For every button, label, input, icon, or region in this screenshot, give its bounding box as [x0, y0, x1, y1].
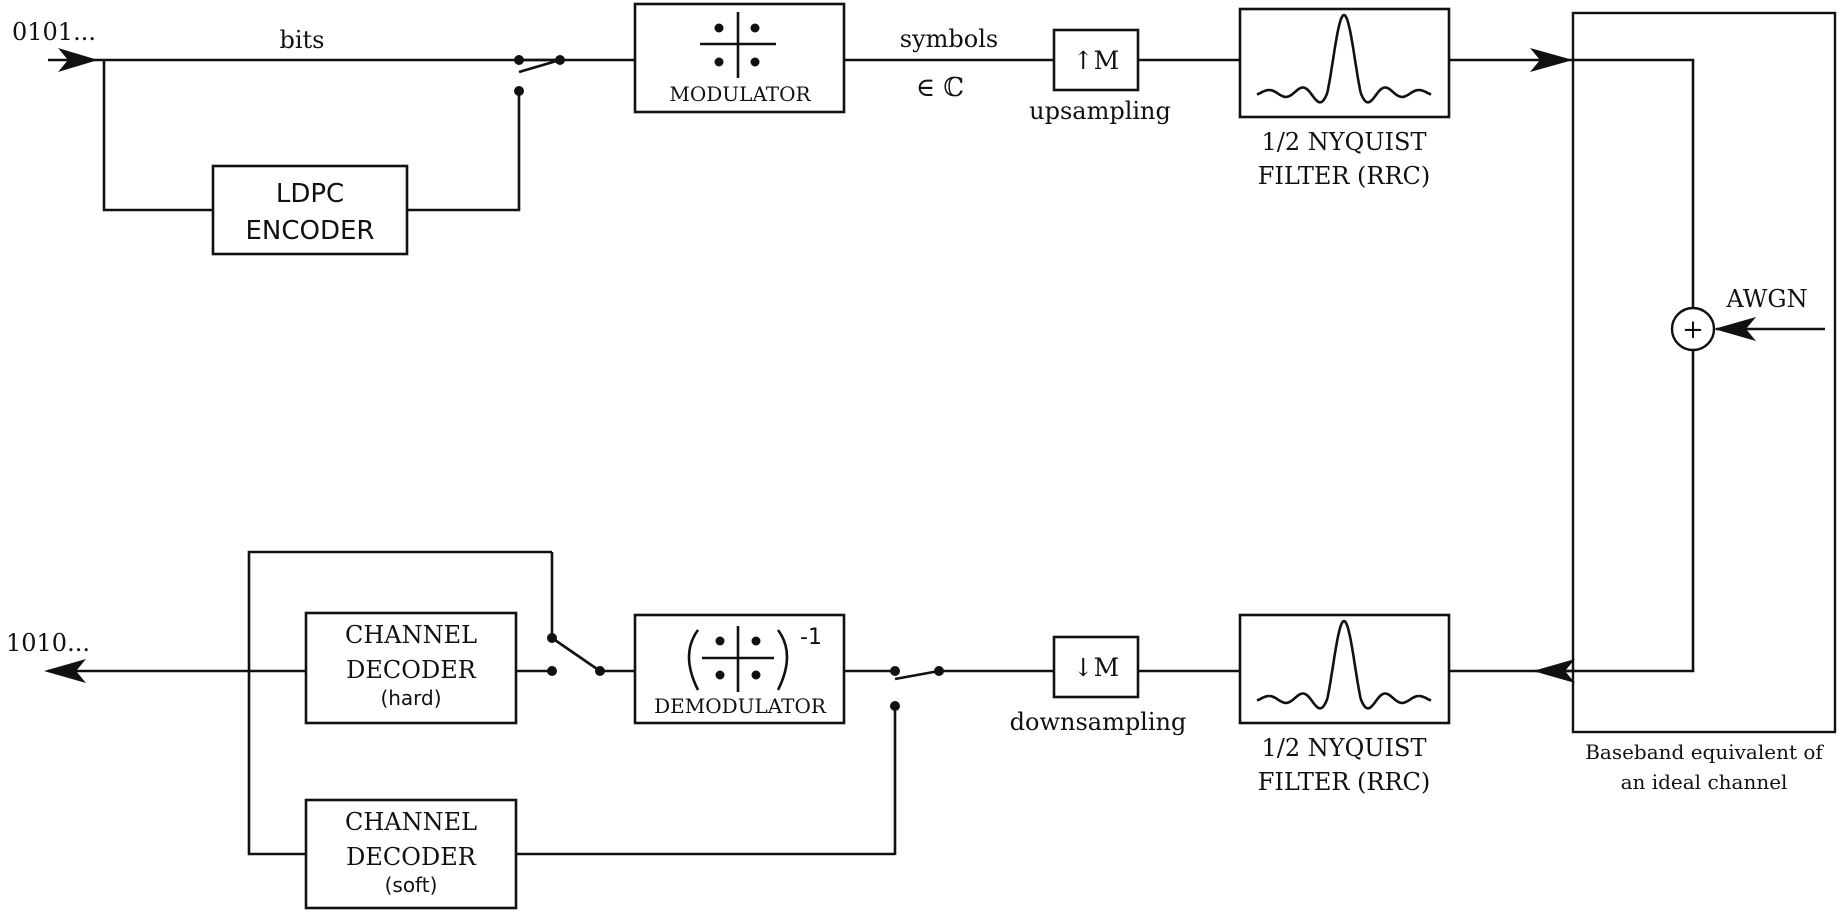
ldpc-encoder-line2: ENCODER [245, 216, 374, 246]
rx-filter-line2: FILTER (RRC) [1258, 768, 1431, 796]
channel-decoder-hard-block: CHANNEL DECODER (hard) [304, 611, 518, 725]
tx-input-label: 0101... [12, 18, 96, 46]
awgn-label: AWGN [1725, 285, 1807, 313]
channel-caption-line2: an ideal channel [1621, 770, 1788, 794]
output-arrowhead [44, 659, 86, 683]
channel-decoder-soft-block: CHANNEL DECODER (soft) [304, 798, 518, 910]
downsampler-block: ↓M [1052, 635, 1140, 699]
modulator-label: MODULATOR [669, 82, 811, 106]
symbols-label: symbols [900, 25, 998, 53]
rx-filter-line1: 1/2 NYQUIST [1262, 734, 1427, 762]
bypass-loop-wire [247, 550, 552, 856]
symbols-domain-label: ∈ ℂ [916, 73, 964, 103]
receiver-chain: 1/2 NYQUIST FILTER (RRC) ↓M downsampling [6, 550, 1573, 910]
demodulator-label: DEMODULATOR [654, 694, 827, 718]
ldpc-encoder-line1: LDPC [276, 179, 344, 209]
input-arrowhead [58, 48, 98, 72]
encoder-select-switch[interactable] [514, 55, 565, 96]
downsampler-label: ↓M [1073, 653, 1120, 682]
encoder-input-wire [102, 60, 213, 212]
hard-decoder-line2: DECODER [346, 656, 477, 684]
tx-rrc-filter-block: 1/2 NYQUIST FILTER (RRC) [1238, 7, 1451, 190]
channel-forward-wire [1573, 58, 1695, 308]
transmitter-chain: 0101... bits LDPC ENCODER MO [12, 2, 1573, 256]
channel-caption-line1: Baseband equivalent of [1585, 740, 1824, 764]
channel-input-arrowhead [1530, 48, 1573, 72]
soft-decoder-line1: CHANNEL [345, 808, 477, 836]
rrc-impulse-response-icon [1256, 619, 1432, 710]
demod-right-paren [776, 629, 789, 691]
ideal-channel: + AWGN Baseband equivalent of an ideal c… [1533, 11, 1837, 794]
decision-select-switch[interactable] [844, 666, 944, 855]
bits-label: bits [280, 26, 325, 54]
tx-filter-line1: 1/2 NYQUIST [1262, 128, 1427, 156]
awgn-adder: + [1670, 306, 1716, 352]
rx-output-label: 1010... [6, 629, 90, 657]
rrc-impulse-response-icon [1256, 13, 1432, 104]
soft-decoder-line2: DECODER [346, 843, 477, 871]
hard-decoder-line1: CHANNEL [345, 621, 477, 649]
channel-return-wire [1535, 350, 1695, 673]
downsampling-label: downsampling [1010, 708, 1187, 736]
demodulator-block: -1 DEMODULATOR [633, 613, 846, 725]
soft-decoder-line3: (soft) [385, 873, 438, 897]
ldpc-encoder-block: LDPC ENCODER [211, 164, 409, 256]
encoder-output-wire [407, 91, 521, 212]
upsampler-label: ↑M [1073, 46, 1120, 75]
modulator-block: MODULATOR [633, 2, 846, 114]
tx-filter-line2: FILTER (RRC) [1258, 162, 1431, 190]
rx-rrc-filter-block: 1/2 NYQUIST FILTER (RRC) [1238, 613, 1451, 796]
decoder-bypass-switch[interactable] [516, 552, 635, 676]
hard-decoder-line3: (hard) [380, 686, 441, 710]
upsampling-label: upsampling [1029, 97, 1171, 125]
channel-box [1571, 11, 1837, 734]
demod-left-paren [687, 629, 700, 691]
demod-inverse-exponent: -1 [800, 625, 822, 650]
adder-symbol: + [1682, 315, 1704, 345]
upsampler-block: ↑M [1052, 28, 1140, 92]
awgn-arrowhead [1714, 317, 1756, 341]
